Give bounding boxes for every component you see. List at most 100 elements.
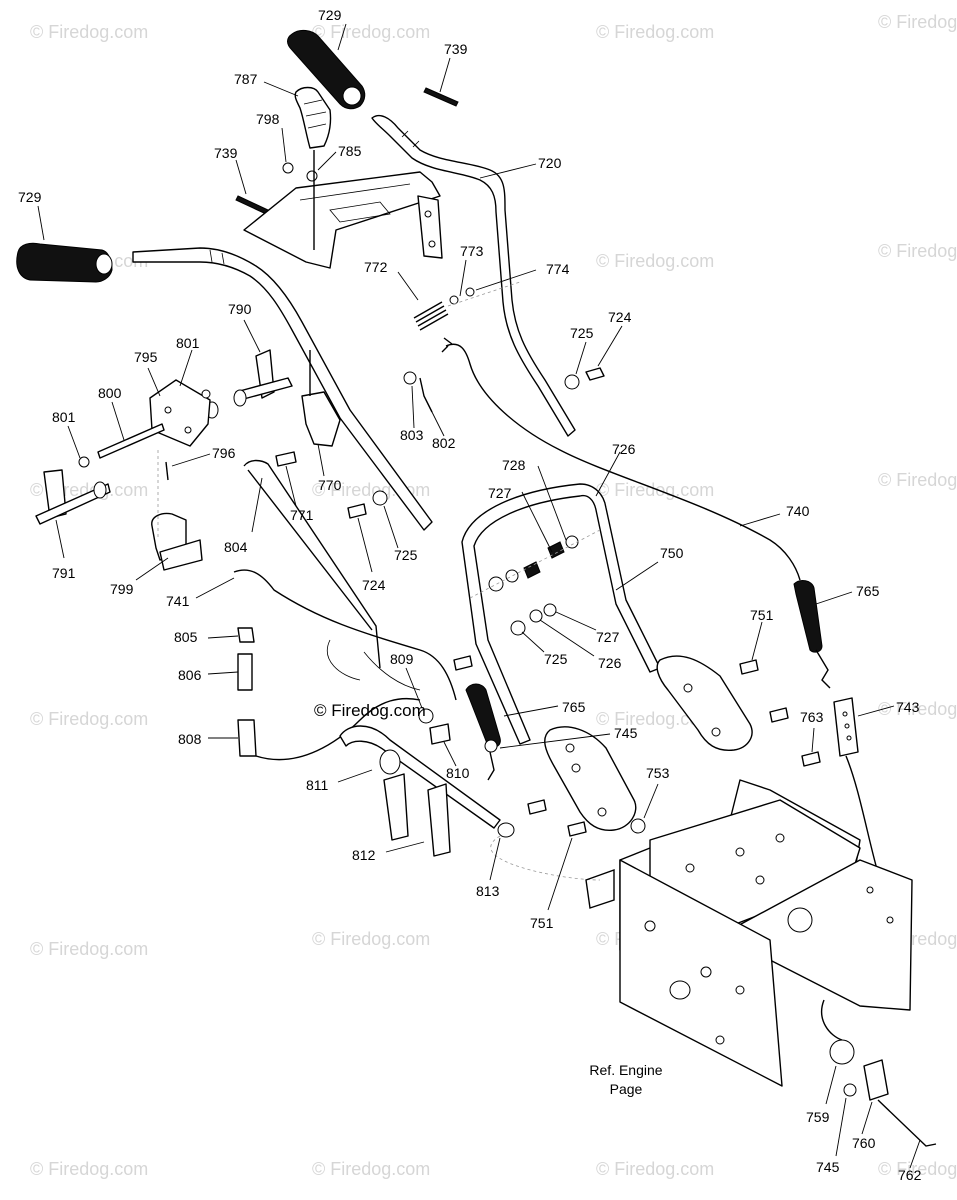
leader [171, 453, 211, 467]
leader [55, 519, 65, 559]
leader [37, 205, 45, 241]
leader [815, 591, 853, 605]
leader [479, 163, 537, 179]
plate-opening [669, 980, 691, 1000]
bracket-hole [428, 240, 436, 248]
callout-725: 725 [570, 325, 594, 341]
bolt [769, 707, 789, 723]
callout-724: 724 [362, 577, 386, 593]
alignment-line [469, 529, 601, 599]
callout-729: 729 [18, 189, 42, 205]
leader [357, 517, 373, 573]
callout-728: 728 [502, 457, 526, 473]
watermark: © Firedog.com [878, 470, 957, 490]
spring-772 [413, 301, 449, 331]
alignment-line [490, 835, 601, 881]
shaft-791 [35, 483, 111, 525]
callout-727: 727 [488, 485, 512, 501]
watermark: © Firedog.com [878, 12, 957, 32]
leader [521, 491, 553, 553]
cable-end [821, 999, 843, 1041]
bracket-hole [424, 210, 432, 218]
upper-handle-assembly [16, 29, 605, 531]
clip-802 [419, 377, 433, 413]
bolt-810 [429, 723, 451, 745]
spring-765-left [465, 683, 501, 749]
watermark: © Firedog.com [878, 241, 957, 261]
plate-hole [715, 1035, 725, 1045]
callout-798: 798 [256, 111, 280, 127]
upper-handle-right-tube [371, 114, 576, 437]
callout-803: 803 [400, 427, 424, 443]
clip-plate [159, 539, 203, 571]
copyright-stamp: © Firedog.com [314, 701, 426, 720]
watermark: © Firedog.com [312, 929, 430, 949]
callout-762: 762 [898, 1167, 922, 1183]
shift-rod-804 [243, 459, 381, 669]
shift-fork-812 [427, 783, 451, 857]
leader [861, 1101, 873, 1135]
leader [909, 1139, 921, 1169]
rod-762 [877, 1099, 937, 1147]
leader [263, 81, 299, 97]
set-screw-728 [547, 541, 565, 559]
washer-745 [843, 1083, 857, 1097]
reference-note-line1: Ref. Engine [589, 1062, 662, 1078]
spacer-806 [237, 653, 253, 691]
callout-725: 725 [394, 547, 418, 563]
callout-726: 726 [598, 655, 622, 671]
leader-lines [37, 23, 921, 1169]
lower-handle-tube [461, 483, 661, 745]
callout-labels: 729 739 787 798 785 739 720 729 773 772 … [18, 7, 922, 1183]
leader [489, 837, 501, 881]
grip-end-opening [95, 253, 113, 275]
leader [67, 425, 81, 459]
callout-805: 805 [174, 629, 198, 645]
leader [405, 667, 423, 709]
watermark: © Firedog.com [596, 480, 714, 500]
callout-743: 743 [896, 699, 920, 715]
leader [411, 385, 415, 429]
callout-809: 809 [390, 651, 414, 667]
leader [317, 443, 325, 477]
leader [537, 465, 567, 541]
callout-773: 773 [460, 243, 484, 259]
bolt [453, 655, 473, 671]
callout-745: 745 [614, 725, 638, 741]
leader [503, 705, 559, 717]
washer [505, 569, 519, 583]
callout-751: 751 [750, 607, 774, 623]
leader [555, 611, 597, 631]
control-panel-plate [243, 171, 441, 269]
bearing-opening [787, 907, 813, 933]
clip-813 [497, 822, 515, 838]
control-cable-740 [445, 343, 801, 581]
leader [147, 367, 161, 397]
panel-bracket [417, 195, 443, 259]
washer-809 [418, 708, 434, 724]
callout-759: 759 [806, 1109, 830, 1125]
leader [643, 783, 659, 819]
handle-bend-detail [209, 249, 225, 265]
callout-796: 796 [212, 445, 236, 461]
callout-802: 802 [432, 435, 456, 451]
callout-801: 801 [176, 335, 200, 351]
callout-751: 751 [530, 915, 554, 931]
leader [397, 271, 419, 301]
callout-765: 765 [856, 583, 880, 599]
leader [207, 671, 239, 675]
leader [615, 561, 659, 591]
callout-801: 801 [52, 409, 76, 425]
leader [251, 477, 263, 533]
nut-805 [237, 627, 255, 643]
leader [135, 557, 169, 581]
callout-791: 791 [52, 565, 76, 581]
spring-hook [815, 649, 831, 689]
watermark: © Firedog.com [30, 22, 148, 42]
callout-765: 765 [562, 699, 586, 715]
frame-hole [685, 863, 695, 873]
mount-hole [571, 763, 581, 773]
leader [825, 1065, 837, 1105]
mount-plate-lower [544, 726, 637, 831]
callout-740: 740 [786, 503, 810, 519]
